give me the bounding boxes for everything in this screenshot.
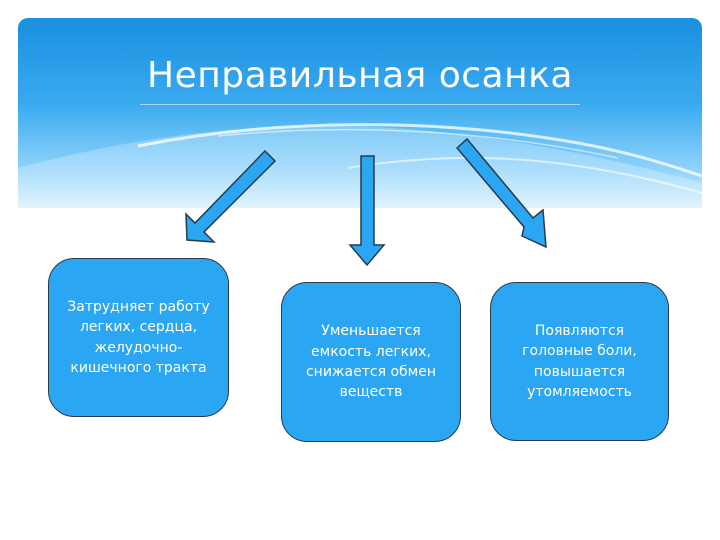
effect-box-1: Затрудняет работу легких, сердца, желудо…	[48, 258, 229, 417]
effect-box-3: Появляются головные боли, повышается уто…	[490, 282, 669, 441]
header-banner	[18, 18, 702, 208]
title-divider	[140, 104, 580, 105]
arrow-left	[185, 149, 277, 243]
arrow-right	[455, 137, 547, 249]
effect-box-3-text: Появляются головные боли, повышается уто…	[522, 322, 637, 400]
effect-box-2-text: Уменьшается емкость легких, снижается об…	[305, 323, 436, 401]
effect-box-1-text: Затрудняет работу легких, сердца, желудо…	[67, 298, 210, 376]
effect-box-2: Уменьшается емкость легких, снижается об…	[281, 282, 461, 442]
wave-decoration	[18, 123, 702, 208]
arrow-center	[348, 155, 386, 267]
page-title: Неправильная осанка	[147, 55, 573, 96]
